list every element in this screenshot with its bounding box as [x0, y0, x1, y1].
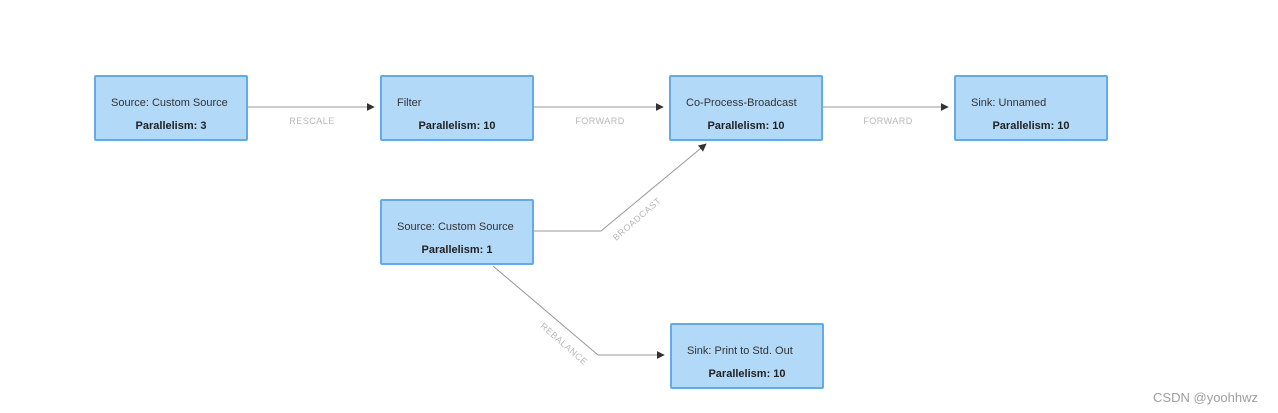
watermark: CSDN @yoohhwz: [1153, 390, 1258, 405]
node-parallelism: Parallelism: 10: [708, 368, 786, 380]
node-source-custom-source-1[interactable]: Source: Custom Source Parallelism: 3: [94, 75, 248, 141]
node-co-process-broadcast[interactable]: Co-Process-Broadcast Parallelism: 10: [669, 75, 823, 141]
edge-label-forward-1: FORWARD: [575, 116, 625, 126]
node-source-custom-source-2[interactable]: Source: Custom Source Parallelism: 1: [380, 199, 534, 265]
node-parallelism: Parallelism: 10: [992, 120, 1070, 132]
node-filter[interactable]: Filter Parallelism: 10: [380, 75, 534, 141]
node-sink-print-to-std-out[interactable]: Sink: Print to Std. Out Parallelism: 10: [670, 323, 824, 389]
node-parallelism: Parallelism: 3: [135, 120, 207, 132]
node-title: Source: Custom Source: [397, 221, 514, 233]
node-title: Filter: [397, 97, 422, 109]
edge-broadcast-line: [534, 143, 707, 232]
node-title: Sink: Unnamed: [971, 97, 1047, 109]
node-title: Sink: Print to Std. Out: [687, 345, 793, 357]
node-parallelism: Parallelism: 10: [418, 120, 496, 132]
edge-label-forward-2: FORWARD: [863, 116, 913, 126]
node-sink-unnamed[interactable]: Sink: Unnamed Parallelism: 10: [954, 75, 1108, 141]
edge-rebalance-line: [492, 265, 665, 359]
edge-label-rescale: RESCALE: [289, 116, 335, 126]
node-parallelism: Parallelism: 1: [421, 244, 493, 256]
node-title: Co-Process-Broadcast: [686, 97, 797, 109]
node-title: Source: Custom Source: [111, 97, 228, 109]
node-parallelism: Parallelism: 10: [707, 120, 785, 132]
